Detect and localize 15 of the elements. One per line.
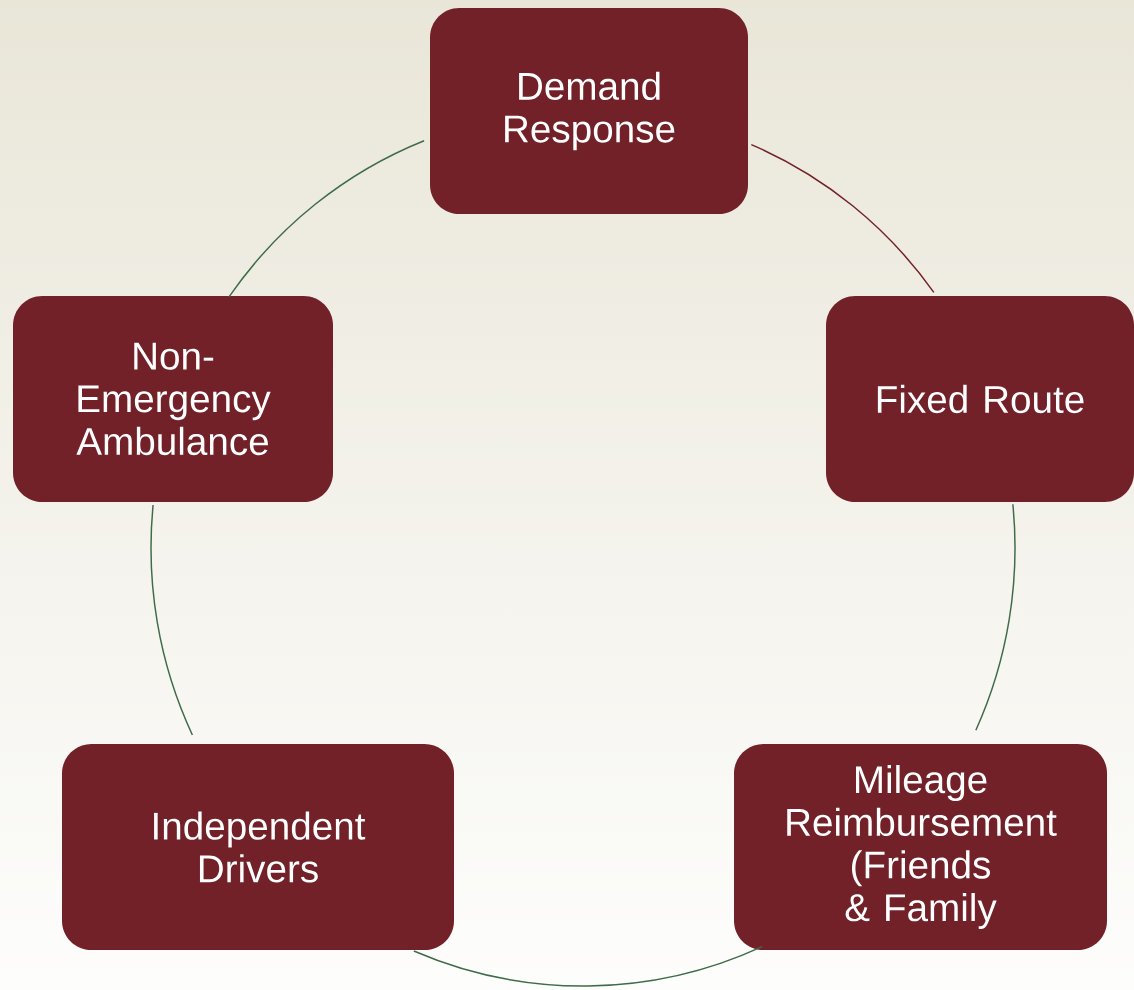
rounded-box: [13, 296, 333, 502]
rounded-box: [62, 744, 454, 950]
box-label: Demand Response: [505, 71, 675, 151]
connector-arc: [413, 945, 763, 987]
box-label: Independent Drivers: [154, 811, 366, 883]
connector-arc: [750, 143, 935, 294]
rounded-box: [430, 8, 748, 214]
box-label: Mileage Reimbursement (Friends & Family: [787, 764, 1057, 929]
rounded-box: [734, 744, 1107, 950]
connector-arc: [975, 503, 1016, 731]
rounded-box: [826, 296, 1134, 502]
box-label: Non-Emergency Ambulance: [76, 342, 271, 456]
connector-arc: [228, 139, 425, 298]
box-label: Fixed Route: [877, 384, 1084, 414]
connector-arc: [150, 504, 194, 736]
